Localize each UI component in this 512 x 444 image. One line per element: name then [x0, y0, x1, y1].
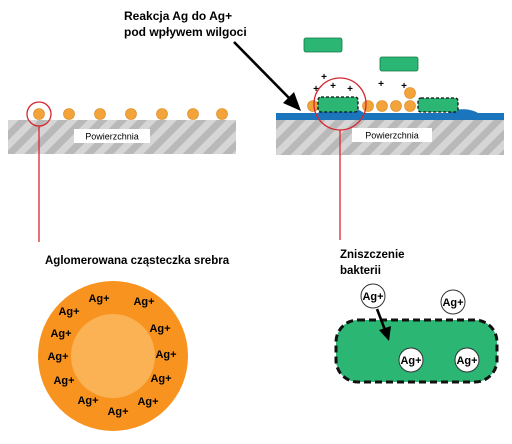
silver-particle — [390, 100, 402, 112]
reaction-arrow — [233, 41, 294, 103]
ion-plus: + — [378, 79, 384, 90]
left-surface-label-box — [74, 129, 150, 143]
ag-ion-bubble: Ag+ — [398, 347, 424, 373]
silver-particle — [376, 100, 388, 112]
ag-ion-label: Ag+ — [50, 328, 71, 340]
reaction-label-line2: pod wpływem wilgoci — [124, 25, 247, 39]
left-surface-group: Powierzchnia — [8, 101, 236, 242]
ag-ion-bubble: Ag+ — [440, 289, 466, 315]
ion-plus: + — [330, 81, 336, 92]
silver-particle — [33, 108, 45, 120]
ag-ion-label: Ag+ — [88, 293, 109, 305]
reaction-arrow-head — [283, 92, 301, 111]
silver-particle — [404, 100, 416, 112]
silver-particle — [307, 100, 319, 112]
silver-particle — [156, 108, 168, 120]
ion-plus: + — [347, 84, 353, 95]
silver-particle — [125, 108, 137, 120]
agglomerated-particle — [38, 281, 188, 431]
silver-particle — [216, 108, 228, 120]
silver-particle — [94, 108, 106, 120]
ag-ion-label: Ag+ — [442, 297, 463, 309]
ag-ion-circle — [440, 289, 466, 315]
ag-ion-label: Ag+ — [400, 355, 421, 367]
silver-particle — [362, 100, 374, 112]
ag-ion-label: Ag+ — [77, 395, 98, 407]
silver-particle — [404, 87, 416, 99]
ag-ion-bubble: Ag+ — [360, 283, 386, 309]
right-surface-label: Powierzchnia — [365, 131, 419, 141]
bacterium-dashed — [317, 96, 359, 113]
ag-ion-label: Ag+ — [58, 306, 79, 318]
ag-ion-label: Ag+ — [150, 373, 171, 385]
ag-ion-label: Ag+ — [362, 291, 383, 303]
particle-title: Aglomerowana cząsteczka srebra — [45, 255, 230, 267]
penetration-arrow — [375, 308, 387, 331]
right-surface-group: Powierzchnia + + + + + + — [276, 37, 504, 240]
ion-plus: + — [321, 72, 327, 83]
reaction-label-line1: Reakcja Ag do Ag+ — [124, 9, 232, 23]
ag-ion-label: Ag+ — [155, 349, 176, 361]
ag-ion-label: Ag+ — [149, 323, 170, 335]
ag-ion-bubble: Ag+ — [454, 347, 480, 373]
bacterium — [303, 37, 343, 53]
silver-particles-right — [307, 87, 416, 112]
bacteria-label-line1: Zniszczenie — [340, 249, 405, 261]
ion-plus: + — [313, 84, 319, 95]
ag-ion-label: Ag+ — [47, 351, 68, 363]
ag-ion-label: Ag+ — [53, 375, 74, 387]
ag-ion-label: Ag+ — [107, 406, 128, 418]
particle-ion-labels: Ag+ Ag+ Ag+ Ag+ Ag+ Ag+ Ag+ Ag+ Ag+ Ag+ … — [47, 293, 176, 418]
bacterium — [379, 56, 419, 72]
right-surface-label-box — [352, 128, 432, 142]
left-surface-label: Powierzchnia — [85, 132, 139, 142]
silver-particle — [187, 108, 199, 120]
ag-ion-label: Ag+ — [137, 396, 158, 408]
ag-ion-label: Ag+ — [133, 296, 154, 308]
silver-particle — [63, 108, 75, 120]
ag-ion-circle — [454, 347, 480, 373]
ion-plus: + — [401, 81, 407, 92]
silver-particles-left — [33, 108, 228, 120]
bacterium-dashed — [417, 97, 459, 113]
particle-core — [71, 314, 155, 398]
bacteria-label-line2: bakterii — [340, 265, 381, 277]
ag-ion-circle — [398, 347, 424, 373]
ag-ion-circle — [360, 283, 386, 309]
ag-ion-label: Ag+ — [456, 355, 477, 367]
penetration-arrow-head — [379, 326, 391, 341]
